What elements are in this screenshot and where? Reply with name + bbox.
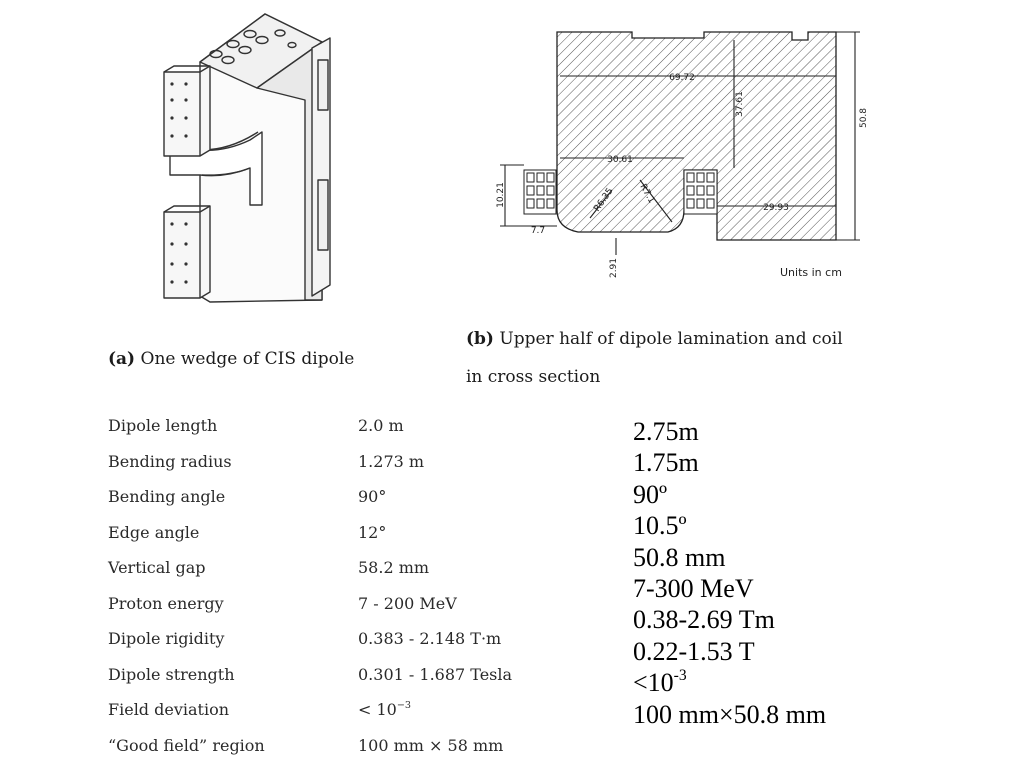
coil-left — [523, 169, 557, 215]
param-label: Dipole rigidity — [108, 629, 225, 649]
table-row: Dipole rigidity 0.383 - 2.148 T·m — [108, 621, 558, 657]
dim-7-7: 7.7 — [531, 226, 545, 236]
table-row: Proton energy 7 - 200 MeV — [108, 586, 558, 622]
param-value: 100 mm × 58 mm — [358, 735, 504, 755]
param-label: Edge angle — [108, 522, 200, 542]
figure-b-caption: (b) Upper half of dipole lamination and … — [466, 320, 906, 396]
new-value-item: 1.75m — [633, 448, 699, 478]
param-value: 2.0 m — [358, 416, 404, 436]
param-label: Dipole length — [108, 416, 218, 436]
new-value-item: 10.5º — [633, 511, 687, 541]
new-value-exponent: -3 — [673, 667, 687, 685]
coil-right — [683, 169, 718, 215]
figure-a-caption: (a) One wedge of CIS dipole — [108, 340, 354, 378]
dim-30-61: 30.61 — [607, 155, 633, 165]
param-value: 90° — [358, 487, 387, 507]
table-row: Field deviation < 10−3 — [108, 692, 558, 728]
param-value-exponent: −3 — [396, 699, 412, 711]
param-label: “Good field” region — [108, 735, 265, 755]
cis-parameter-table: Dipole length 2.0 m Bending radius 1.273… — [108, 408, 558, 763]
dim-2-91: 2.91 — [609, 258, 619, 278]
table-row: “Good field” region 100 mm × 58 mm — [108, 728, 558, 764]
table-row: Edge angle 12° — [108, 515, 558, 551]
units-note: Units in cm — [780, 266, 842, 279]
table-row: Dipole strength 0.301 - 1.687 Tesla — [108, 657, 558, 693]
new-value-item: <10-3 — [633, 667, 826, 698]
new-design-values: 2.75m 1.75m 90º 10.5º 50.8 mm 7-300 MeV … — [633, 416, 826, 730]
new-value-base: <10 — [633, 668, 674, 698]
param-label: Bending radius — [108, 451, 232, 471]
new-value-item: 2.75m — [633, 417, 699, 446]
new-value-item: 0.38-2.69 Tm — [633, 605, 775, 635]
param-value: 12° — [358, 522, 387, 542]
param-label: Dipole strength — [108, 664, 235, 684]
dim-29-93: 29.93 — [763, 203, 789, 213]
dim-10-21: 10.21 — [496, 182, 506, 208]
table-row: Dipole length 2.0 m — [108, 408, 558, 444]
table-row: Vertical gap 58.2 mm — [108, 550, 558, 586]
param-label: Bending angle — [108, 487, 226, 507]
param-label: Proton energy — [108, 593, 224, 613]
caption-a-text: One wedge of CIS dipole — [140, 349, 355, 369]
new-value-item: 50.8 mm — [633, 542, 726, 572]
dim-50-8: 50.8 — [859, 108, 869, 128]
lamination-cross-section: 69.72 37.61 50.8 30.61 29.93 10.21 7.7 2… — [496, 31, 869, 279]
caption-b-tag: (b) — [466, 329, 494, 349]
caption-b-line1: Upper half of dipole lamination and coil — [499, 329, 843, 349]
dipole-wedge-drawing — [163, 13, 331, 303]
param-value-base: < 10 — [358, 700, 397, 720]
param-label: Field deviation — [108, 700, 230, 720]
param-value: 0.301 - 1.687 Tesla — [358, 664, 513, 684]
param-value: 58.2 mm — [358, 558, 430, 578]
new-value-item: 100 mm×50.8 mm — [633, 699, 827, 729]
table-row: Bending radius 1.273 m — [108, 444, 558, 480]
caption-a-tag: (a) — [108, 349, 136, 369]
param-value: 1.273 m — [358, 451, 425, 471]
param-value: 7 - 200 MeV — [358, 593, 457, 613]
new-value-item: 0.22-1.53 T — [633, 636, 755, 666]
dim-37-61: 37.61 — [735, 91, 745, 117]
lamination-body — [556, 31, 837, 241]
caption-b-line2: in cross section — [466, 367, 601, 387]
param-value: < 10−3 — [358, 700, 558, 719]
new-value-item: 90º — [633, 479, 668, 509]
param-label: Vertical gap — [108, 558, 206, 578]
new-value-item: 7-300 MeV — [633, 574, 754, 604]
param-value: 0.383 - 2.148 T·m — [358, 629, 502, 649]
table-row: Bending angle 90° — [108, 479, 558, 515]
dim-69-72: 69.72 — [669, 73, 695, 83]
